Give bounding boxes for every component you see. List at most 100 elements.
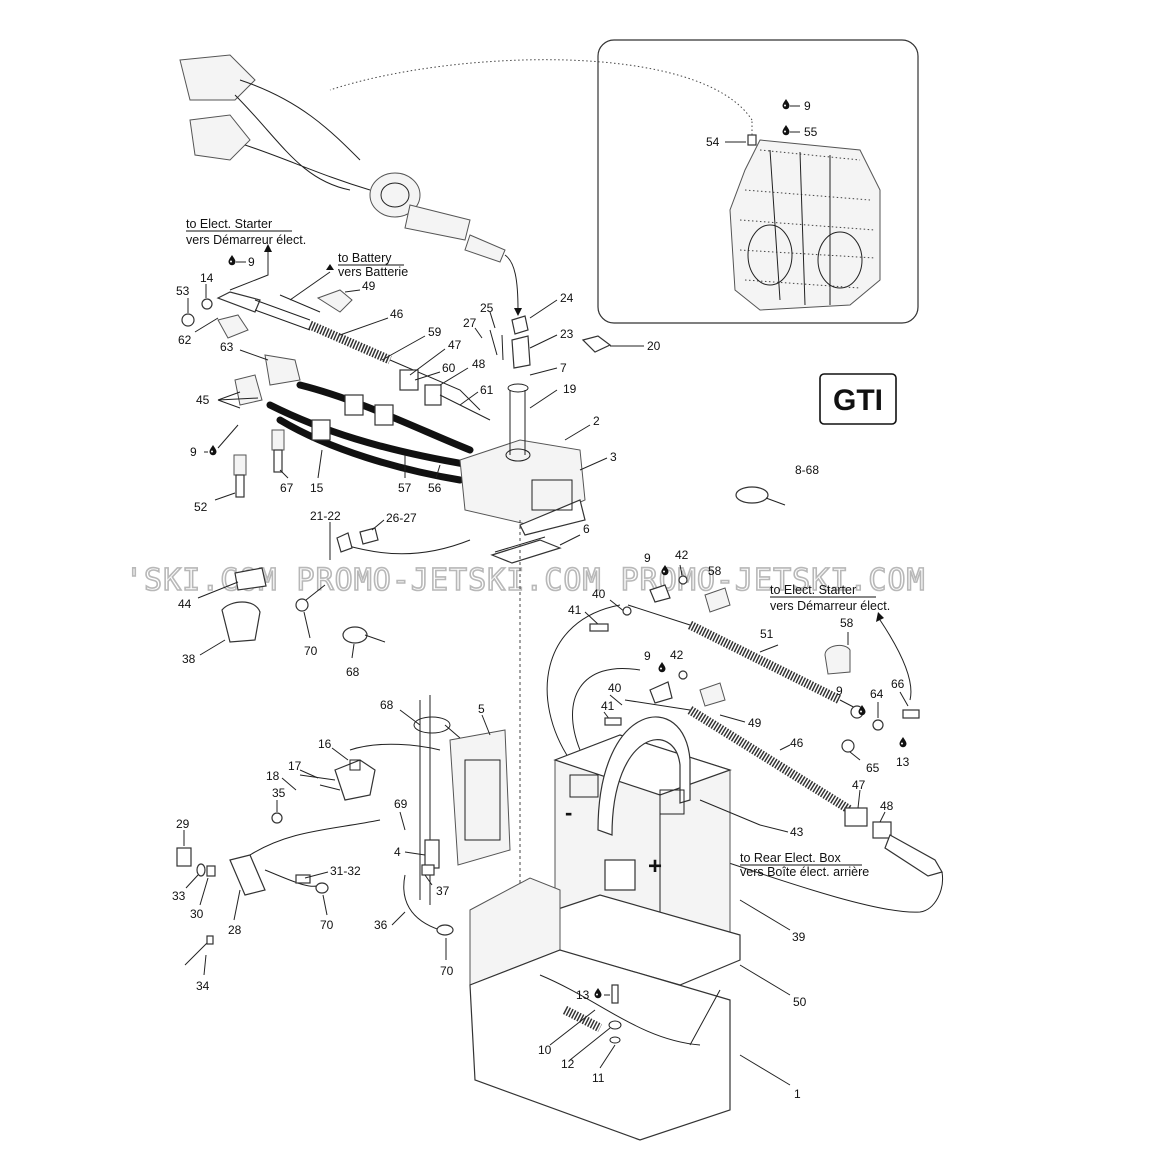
bracket-6 bbox=[490, 539, 562, 564]
note-rear-box: to Rear Elect. Box vers Boîte élect. arr… bbox=[740, 851, 869, 879]
svg-text:49: 49 bbox=[362, 279, 376, 293]
svg-text:vers Batterie: vers Batterie bbox=[338, 265, 408, 279]
svg-text:59: 59 bbox=[428, 325, 442, 339]
svg-text:+: + bbox=[648, 853, 662, 880]
svg-text:40: 40 bbox=[592, 587, 606, 601]
harness-route bbox=[329, 59, 753, 121]
svg-text:16: 16 bbox=[318, 737, 332, 751]
svg-text:30: 30 bbox=[190, 907, 204, 921]
svg-text:3: 3 bbox=[610, 450, 617, 464]
svg-text:8-68: 8-68 bbox=[795, 463, 819, 477]
svg-text:52: 52 bbox=[194, 500, 208, 514]
callout-9-engine: 9 bbox=[804, 99, 811, 113]
svg-text:23: 23 bbox=[560, 327, 574, 341]
svg-text:47: 47 bbox=[448, 338, 462, 352]
svg-text:67: 67 bbox=[280, 481, 294, 495]
svg-text:70: 70 bbox=[320, 918, 334, 932]
svg-text:65: 65 bbox=[866, 761, 880, 775]
solenoid-area bbox=[299, 695, 511, 936]
svg-text:4: 4 bbox=[394, 845, 401, 859]
callouts: 9 14 53 62 49 46 59 47 60 48 61 63 45 9 … bbox=[172, 255, 910, 1101]
svg-text:43: 43 bbox=[790, 825, 804, 839]
engine-inset: 9 55 54 bbox=[597, 39, 919, 324]
svg-text:58: 58 bbox=[840, 616, 854, 630]
svg-text:15: 15 bbox=[310, 481, 324, 495]
svg-text:46: 46 bbox=[390, 307, 404, 321]
svg-text:58: 58 bbox=[708, 564, 722, 578]
svg-text:-: - bbox=[565, 800, 572, 825]
svg-text:9: 9 bbox=[644, 551, 651, 565]
svg-text:41: 41 bbox=[601, 699, 615, 713]
svg-text:9: 9 bbox=[190, 445, 197, 459]
callout-55: 55 bbox=[804, 125, 818, 139]
battery-cable-right bbox=[624, 681, 944, 913]
svg-text:37: 37 bbox=[436, 884, 450, 898]
svg-text:48: 48 bbox=[880, 799, 894, 813]
svg-text:33: 33 bbox=[172, 889, 186, 903]
svg-text:51: 51 bbox=[760, 627, 774, 641]
svg-text:GTI: GTI bbox=[833, 384, 883, 417]
svg-text:7: 7 bbox=[560, 361, 567, 375]
svg-text:62: 62 bbox=[178, 333, 192, 347]
svg-text:56: 56 bbox=[428, 481, 442, 495]
battery-box bbox=[469, 877, 731, 1141]
note-battery: to Battery vers Batterie bbox=[289, 251, 408, 301]
svg-text:39: 39 bbox=[792, 930, 806, 944]
svg-text:9: 9 bbox=[644, 649, 651, 663]
svg-text:42: 42 bbox=[675, 548, 689, 562]
svg-text:70: 70 bbox=[304, 644, 318, 658]
sealant-drop-icon bbox=[899, 737, 907, 748]
starter-cable-right bbox=[627, 584, 920, 753]
svg-text:to Elect. Starter: to Elect. Starter bbox=[186, 217, 272, 231]
zip-tie bbox=[735, 486, 769, 504]
svg-text:68: 68 bbox=[346, 665, 360, 679]
svg-text:13: 13 bbox=[576, 988, 590, 1002]
svg-text:26-27: 26-27 bbox=[386, 511, 417, 525]
svg-text:66: 66 bbox=[891, 677, 905, 691]
svg-text:vers Démarreur élect.: vers Démarreur élect. bbox=[186, 233, 306, 247]
svg-text:6: 6 bbox=[583, 522, 590, 536]
svg-text:2: 2 bbox=[593, 414, 600, 428]
ground-harness bbox=[336, 527, 471, 555]
svg-text:64: 64 bbox=[870, 687, 884, 701]
svg-text:17: 17 bbox=[288, 759, 302, 773]
svg-text:63: 63 bbox=[220, 340, 234, 354]
small-parts-left bbox=[221, 567, 386, 644]
svg-text:60: 60 bbox=[442, 361, 456, 375]
svg-text:44: 44 bbox=[178, 597, 192, 611]
svg-text:68: 68 bbox=[380, 698, 394, 712]
svg-text:61: 61 bbox=[480, 383, 494, 397]
starter-cable-top bbox=[181, 289, 481, 411]
svg-text:69: 69 bbox=[394, 797, 408, 811]
callout-54: 54 bbox=[706, 135, 720, 149]
model-badge: GTI bbox=[819, 373, 897, 425]
svg-text:to Elect. Starter: to Elect. Starter bbox=[770, 583, 856, 597]
cable-43 bbox=[546, 604, 641, 761]
svg-text:46: 46 bbox=[790, 736, 804, 750]
svg-text:10: 10 bbox=[538, 1043, 552, 1057]
svg-text:48: 48 bbox=[472, 357, 486, 371]
svg-text:49: 49 bbox=[748, 716, 762, 730]
fuse-group bbox=[176, 812, 381, 966]
svg-text:27: 27 bbox=[463, 316, 477, 330]
svg-text:42: 42 bbox=[670, 648, 684, 662]
svg-text:9: 9 bbox=[248, 255, 255, 269]
svg-text:5: 5 bbox=[478, 702, 485, 716]
svg-text:9: 9 bbox=[836, 684, 843, 698]
svg-text:11: 11 bbox=[592, 1071, 605, 1085]
note-starter-top: to Elect. Starter vers Démarreur élect. bbox=[186, 217, 306, 291]
svg-text:21-22: 21-22 bbox=[310, 509, 341, 523]
sealant-drop-icon bbox=[782, 99, 790, 110]
engine-block bbox=[729, 139, 881, 311]
ignition-box bbox=[459, 390, 586, 536]
sealant-drop-icon bbox=[658, 662, 666, 673]
sealant-drop-icon bbox=[209, 445, 217, 456]
svg-text:57: 57 bbox=[398, 481, 412, 495]
svg-text:to Rear Elect. Box: to Rear Elect. Box bbox=[740, 851, 841, 865]
svg-text:20: 20 bbox=[647, 339, 661, 353]
svg-text:28: 28 bbox=[228, 923, 242, 937]
svg-text:45: 45 bbox=[196, 393, 210, 407]
ignition-leads bbox=[234, 354, 491, 484]
svg-text:53: 53 bbox=[176, 284, 190, 298]
